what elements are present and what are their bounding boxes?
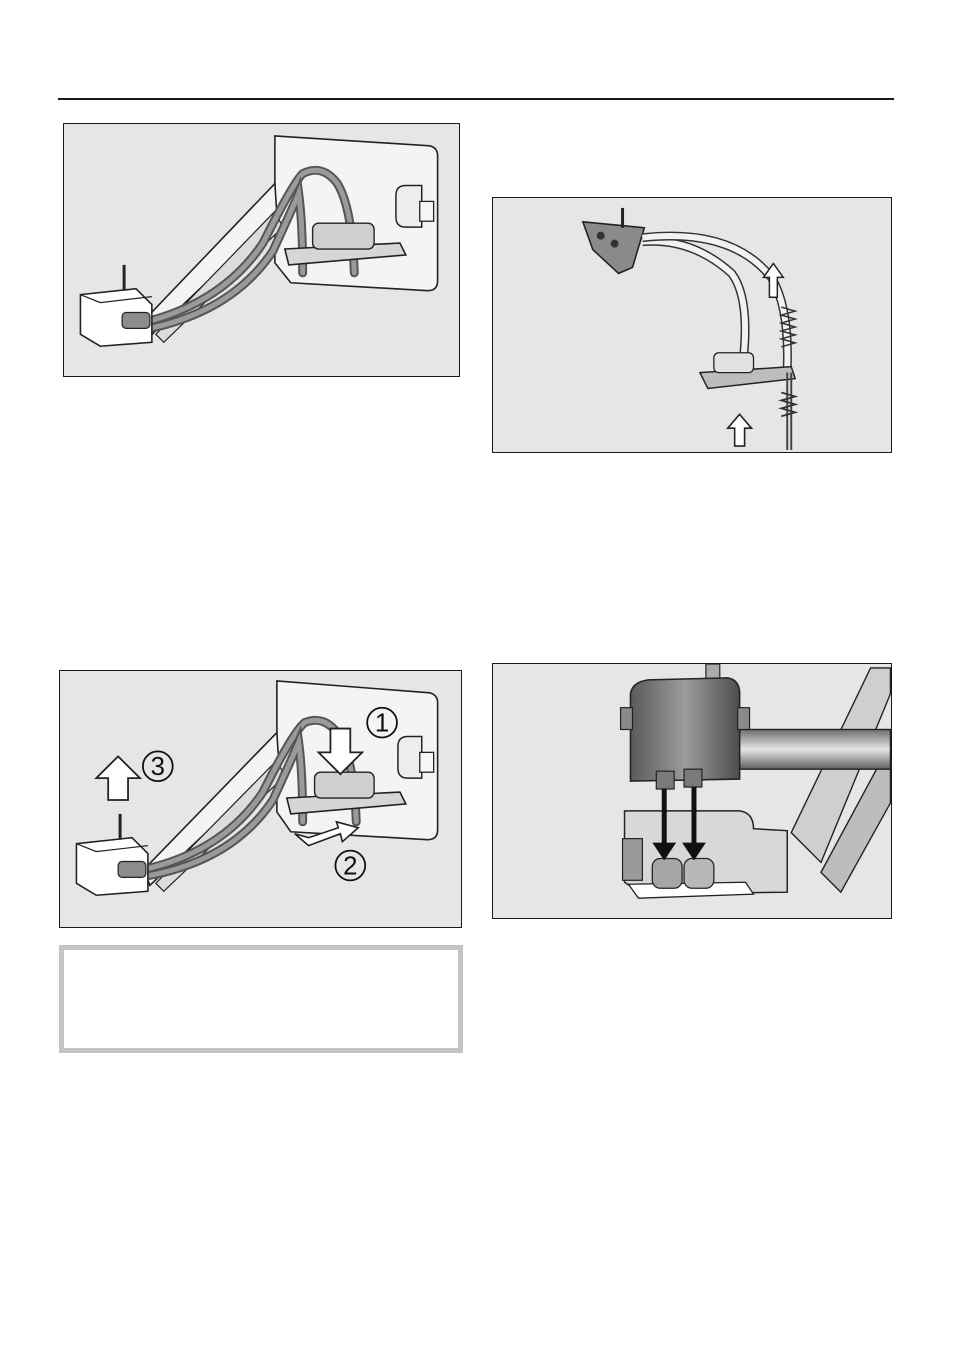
callout-3: 3 bbox=[151, 753, 165, 781]
note-box bbox=[59, 945, 463, 1053]
callout-2: 2 bbox=[343, 852, 357, 880]
illustration-hose-connection bbox=[492, 197, 892, 453]
illustration-insertion-closeup bbox=[492, 663, 892, 919]
illustration-hose-bracket bbox=[63, 123, 460, 377]
arrow-up-icon bbox=[96, 756, 140, 800]
arrow-up-icon bbox=[728, 414, 752, 446]
illustration-removal-steps: 1 2 3 bbox=[59, 670, 462, 928]
callout-1: 1 bbox=[375, 710, 389, 738]
header-rule bbox=[58, 98, 894, 100]
